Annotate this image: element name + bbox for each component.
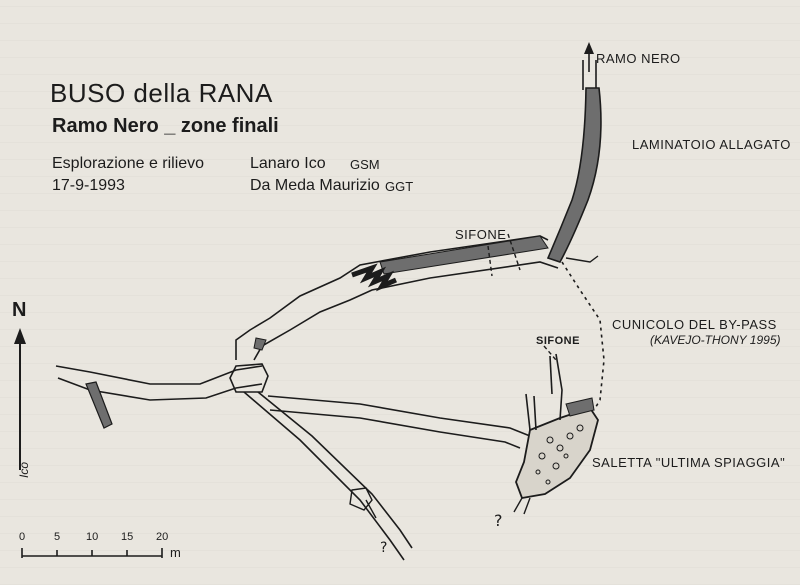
small-pool xyxy=(253,337,267,351)
west-flooded-branch xyxy=(85,381,113,429)
label-ramo-nero: RAMO NERO xyxy=(596,51,681,66)
map-subtitle: Ramo Nero _ zone finali xyxy=(52,115,279,137)
scale-tick-label: 15 xyxy=(121,531,134,543)
label-kavejo: (KAVEJO-THONY 1995) xyxy=(650,333,781,347)
scale-tick-label: 0 xyxy=(19,531,26,543)
south-gallery xyxy=(243,391,413,561)
unknown-mark-icon: ? xyxy=(380,540,387,556)
scale-tick-label: 10 xyxy=(86,531,99,543)
boulders xyxy=(535,424,584,485)
label-cunicolo: CUNICOLO DEL BY-PASS xyxy=(612,317,777,332)
scale-tick-label: 5 xyxy=(54,531,61,543)
author-1-org: GSM xyxy=(350,157,380,172)
author-2: Da Meda Maurizio xyxy=(250,177,380,194)
zigzag-steps xyxy=(351,263,397,292)
east-gallery xyxy=(267,395,531,449)
label-laminatoio: LAMINATOIO ALLAGATO xyxy=(632,137,791,152)
side-loop xyxy=(349,487,377,519)
scale-tick-label: 20 xyxy=(156,531,169,543)
scale-unit: m xyxy=(170,545,181,560)
junction-passage xyxy=(565,255,599,263)
saletta-outlet xyxy=(513,497,531,515)
map-title: BUSO della RANA xyxy=(50,78,273,108)
author-2-org: GGT xyxy=(385,179,414,194)
ramo-nero-arrow-icon xyxy=(582,42,597,90)
exploration-label: Esplorazione e rilievo xyxy=(52,155,205,172)
author-signature: Ico xyxy=(17,461,31,478)
label-sifone-2: SIFONE xyxy=(536,335,580,347)
sifone-markers xyxy=(487,233,557,361)
survey-date: 17-9-1993 xyxy=(52,177,125,194)
unknown-mark-icon: ? xyxy=(494,511,503,530)
author-1: Lanaro Ico xyxy=(250,155,326,172)
main-gallery xyxy=(235,235,559,361)
label-sifone-1: SIFONE xyxy=(455,227,507,242)
north-label: N xyxy=(12,299,27,321)
label-saletta: SALETTA "ULTIMA SPIAGGIA" xyxy=(592,455,786,470)
west-branch xyxy=(55,363,269,401)
scale-bar xyxy=(21,548,163,558)
laminatoio-passage xyxy=(546,87,602,263)
north-arrow-icon xyxy=(14,328,26,470)
sifone-2-passage xyxy=(525,353,563,431)
